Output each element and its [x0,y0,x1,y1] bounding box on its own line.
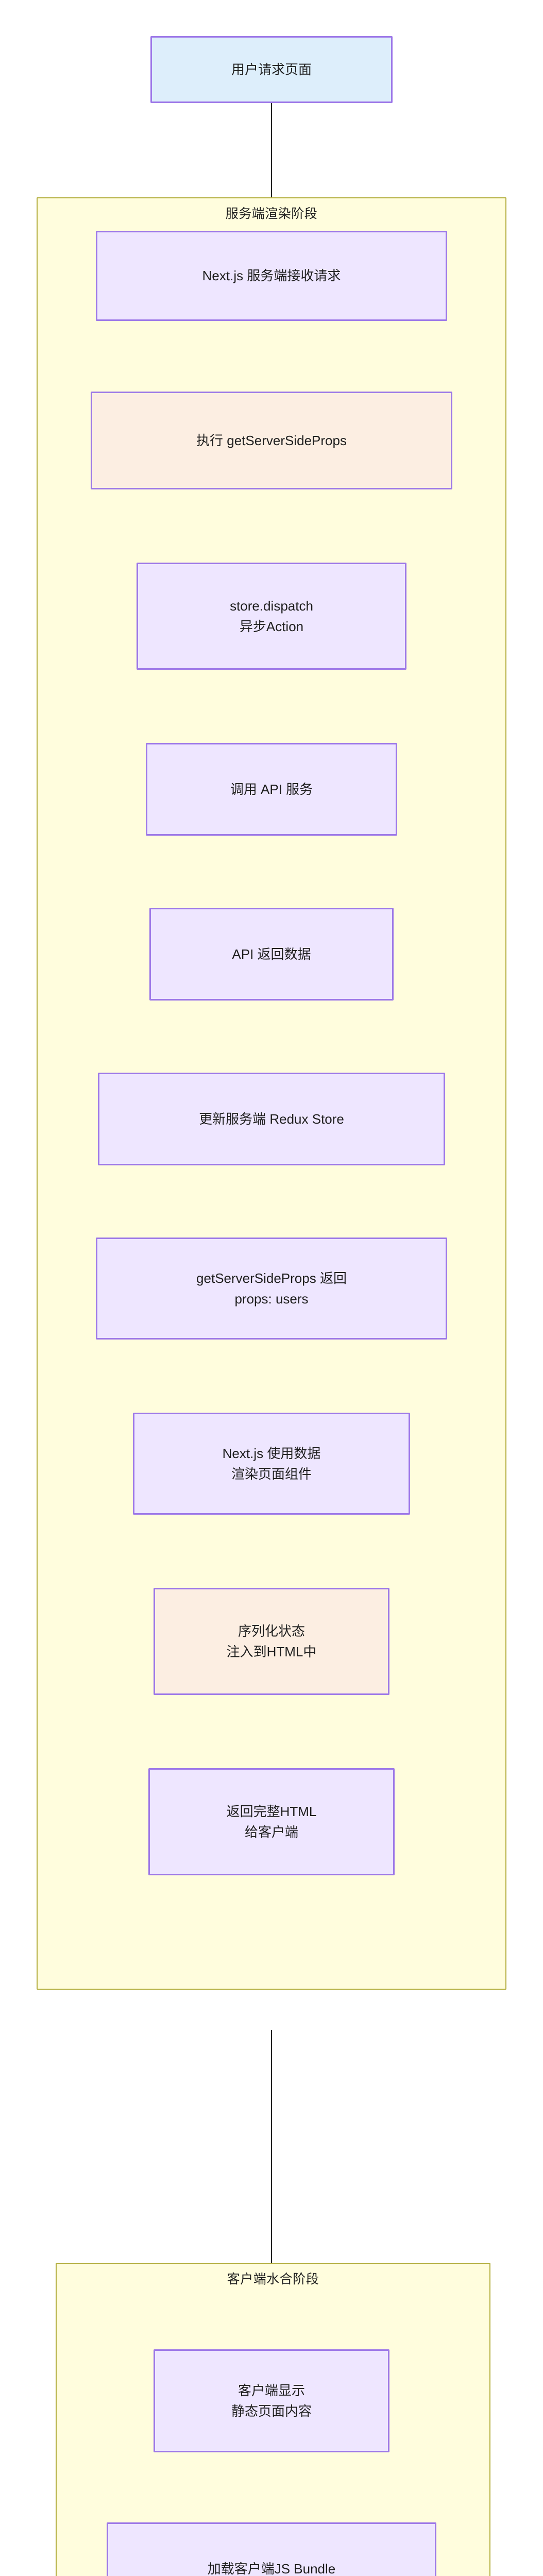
node-s4-label: 调用 API 服务 [230,781,313,797]
node-c1-label: 客户端显示 静态页面内容 [231,2382,312,2419]
node-s6[interactable]: 更新服务端 Redux Store [98,1073,445,1165]
node-s10-label: 返回完整HTML 给客户端 [226,1803,317,1840]
node-s3-label: store.dispatch 异步Action [230,598,313,634]
node-s8-label: Next.js 使用数据 渲染页面组件 [222,1445,321,1482]
node-s3[interactable]: store.dispatch 异步Action [137,563,406,670]
node-c2[interactable]: 加载客户端JS Bundle [107,2522,436,2576]
node-s7-label: getServerSideProps 返回 props: users [196,1270,347,1307]
node-c2-label: 加载客户端JS Bundle [207,2561,336,2576]
node-start-label: 用户请求页面 [231,61,312,77]
subgraph-client-hydration-title: 客户端水合阶段 [227,2272,319,2286]
node-s9[interactable]: 序列化状态 注入到HTML中 [154,1588,389,1695]
node-c1[interactable]: 客户端显示 静态页面内容 [154,2349,389,2452]
node-s9-label: 序列化状态 注入到HTML中 [226,1623,317,1659]
node-s2[interactable]: 执行 getServerSideProps [91,392,452,489]
node-s5-label: API 返回数据 [232,946,311,962]
node-s7[interactable]: getServerSideProps 返回 props: users [96,1238,447,1340]
node-start[interactable]: 用户请求页面 [150,36,393,103]
node-s5[interactable]: API 返回数据 [149,908,394,1001]
node-s10[interactable]: 返回完整HTML 给客户端 [148,1768,395,1875]
node-s6-label: 更新服务端 Redux Store [199,1111,344,1127]
subgraph-server-render-title: 服务端渲染阶段 [225,207,318,221]
node-s1[interactable]: Next.js 服务端接收请求 [96,231,447,321]
node-s4[interactable]: 调用 API 服务 [146,743,397,836]
node-s8[interactable]: Next.js 使用数据 渲染页面组件 [133,1413,410,1515]
node-s1-label: Next.js 服务端接收请求 [202,268,341,284]
node-s2-label: 执行 getServerSideProps [196,432,347,448]
